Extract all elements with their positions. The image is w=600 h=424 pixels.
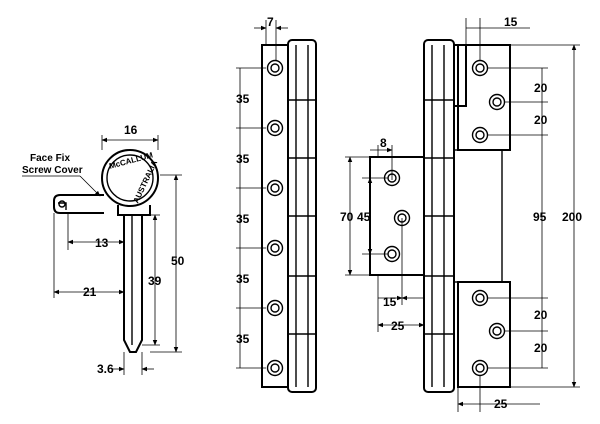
front-screw-hole — [266, 59, 284, 77]
rear-top-plate-edge — [454, 44, 467, 107]
knuckle-inner-circle — [106, 154, 154, 202]
front-screw-holes — [266, 59, 284, 377]
rear-screw-hole — [488, 93, 506, 111]
front-screw-hole — [266, 359, 284, 377]
dim-20-1: 20 — [534, 81, 548, 95]
rear-screw-hole-inner — [475, 293, 485, 303]
screw-cover-detail — [58, 202, 67, 210]
rear-view: 15 20 20 20 20 95 200 25 8 70 45 — [340, 15, 582, 412]
rear-screw-hole — [488, 322, 506, 340]
front-screw-hole-inner — [270, 63, 280, 73]
front-screw-hole-inner — [270, 303, 280, 313]
rear-barrel-segments — [424, 99, 454, 335]
front-leaf — [261, 44, 289, 388]
knuckle-base — [117, 205, 151, 216]
rear-screw-hole — [471, 359, 489, 377]
dim-35-2: 35 — [236, 152, 250, 166]
dim-39: 39 — [148, 274, 162, 288]
barrel-segments — [288, 99, 316, 335]
front-screw-hole — [266, 179, 284, 197]
screw-cover-label: Screw Cover — [22, 165, 83, 176]
dim-35-1: 35 — [236, 92, 250, 106]
dim-3-6: 3.6 — [97, 362, 114, 376]
rear-screw-hole-inner — [492, 97, 502, 107]
face-fix-label: Face Fix — [30, 153, 70, 164]
rear-middle-plate — [453, 149, 503, 283]
dim-95: 95 — [533, 210, 547, 224]
dim-35-3: 35 — [236, 212, 250, 226]
rear-screw-hole-inner — [475, 363, 485, 373]
dim-15-mid: 15 — [383, 295, 397, 309]
dim-200: 200 — [562, 210, 582, 224]
front-screw-hole — [266, 239, 284, 257]
dim-70: 70 — [340, 210, 354, 224]
front-view: 7 35 35 35 35 35 — [236, 15, 317, 393]
screw-cover-arm — [53, 194, 104, 214]
screw-cover-circle — [58, 200, 66, 208]
front-screw-hole-inner — [270, 243, 280, 253]
dim-50: 50 — [171, 254, 185, 268]
rear-screw-hole — [471, 289, 489, 307]
dim-25-bottom: 25 — [494, 397, 508, 411]
brand-bottom-text: AUSTRALIA — [132, 159, 160, 205]
rear-screw-hole — [471, 59, 489, 77]
side-view: McCALLUM AUSTRALIA Face Fix Screw Cover … — [22, 123, 185, 376]
front-screw-hole — [266, 119, 284, 137]
front-screw-hole-inner — [270, 363, 280, 373]
dim-21: 21 — [83, 285, 97, 299]
rear-screw-hole-inner — [492, 326, 502, 336]
dim-35-4: 35 — [236, 272, 250, 286]
rear-screw-hole-inner — [475, 63, 485, 73]
front-screw-hole-inner — [270, 183, 280, 193]
rear-screw-hole-inner — [475, 130, 485, 140]
dim-25-mid: 25 — [391, 319, 405, 333]
dim-20-4: 20 — [534, 341, 548, 355]
dim-8: 8 — [380, 136, 387, 150]
rear-dim-ticks — [488, 67, 548, 369]
dim-20-3: 20 — [534, 308, 548, 322]
front-dim-ticks — [236, 67, 266, 369]
dim-16: 16 — [124, 123, 138, 137]
leaf-blade — [123, 215, 143, 353]
dim-13: 13 — [95, 236, 109, 250]
front-screw-hole-inner — [270, 123, 280, 133]
dim-45: 45 — [357, 210, 371, 224]
knuckle-circle — [101, 149, 159, 207]
dim-7: 7 — [267, 15, 274, 29]
dim-20-2: 20 — [534, 113, 548, 127]
dim-15-top: 15 — [504, 15, 518, 29]
label-leader — [79, 175, 101, 197]
front-screw-hole — [266, 299, 284, 317]
frame-leaf-screw-hole-inner — [387, 249, 397, 259]
dim-35-5: 35 — [236, 332, 250, 346]
rear-screw-hole — [471, 126, 489, 144]
frame-leaf — [369, 156, 425, 276]
